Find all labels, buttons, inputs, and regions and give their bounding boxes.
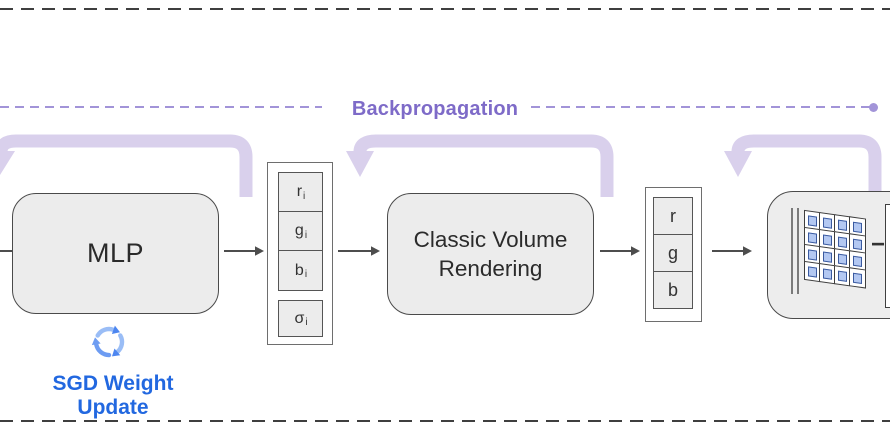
minus-operator: − (871, 231, 886, 258)
pixel-cell (819, 263, 836, 284)
image-plane-line-icon (797, 208, 799, 294)
backpropagation-label: Backpropagation (351, 98, 519, 120)
pixel-swatch-icon (853, 255, 862, 267)
pixel-swatch-icon (823, 217, 832, 229)
pixel-swatch-icon (853, 238, 862, 250)
pixel-swatch-icon (823, 251, 832, 263)
pixel-swatch-icon (808, 231, 817, 244)
rendered-image-module: − (767, 191, 890, 319)
pixel-grid (804, 210, 866, 289)
arrowhead-right-icon (631, 246, 640, 256)
pixel-swatch-icon (808, 248, 817, 261)
cell-subscript: i (305, 317, 308, 328)
pixel-rgb-vector: r g b (645, 187, 702, 322)
pixel-cell-b: b (653, 271, 693, 309)
pixel-swatch-icon (838, 270, 847, 282)
pixel-cell-g: g (653, 234, 693, 272)
volume-rendering-label-line1: Classic Volume (413, 227, 568, 252)
pixel-swatch-icon (838, 253, 847, 265)
volume-rendering-label-line2: Rendering (438, 256, 543, 281)
cell-text: g (667, 242, 678, 263)
cell-text: σ (294, 309, 305, 327)
cell-subscript: i (304, 269, 308, 280)
pixel-cell (849, 267, 866, 289)
cycle-arrows-icon (91, 325, 125, 358)
pixel-cell-r: r (653, 197, 693, 235)
backprop-dashed-line-left (0, 106, 322, 109)
top-dashed-line (0, 8, 890, 10)
pixel-swatch-icon (853, 221, 862, 233)
backprop-arrow-left (0, 134, 253, 197)
backprop-dashed-line-right (531, 106, 870, 109)
pixel-swatch-icon (838, 236, 847, 248)
cell-text: r (296, 183, 303, 200)
arrowhead-right-icon (743, 246, 752, 256)
arrowhead-down-icon (0, 151, 15, 175)
pixel-cell (804, 261, 821, 282)
arrowhead-right-icon (371, 246, 380, 256)
cell-subscript: i (304, 229, 308, 241)
ground-truth-grid-sliver (885, 204, 890, 308)
pixel-cell (834, 265, 851, 287)
arrowhead-down-icon (346, 151, 374, 177)
mlp-module: MLP (12, 193, 219, 314)
cell-text: g (294, 222, 304, 239)
cell-text: r (670, 205, 676, 226)
arrowhead-down-icon (724, 151, 752, 177)
pixel-swatch-icon (823, 234, 832, 246)
pixel-swatch-icon (808, 214, 817, 227)
backprop-arrow-right (731, 134, 882, 197)
image-plane-line-icon (791, 208, 793, 294)
pixel-swatch-icon (853, 272, 862, 284)
arrowhead-right-icon (255, 246, 264, 256)
cell-subscript: i (303, 190, 306, 202)
cell-text: b (294, 261, 304, 279)
sgd-weight-update-label: SGD Weight Update (52, 372, 174, 419)
mlp-label: MLP (86, 238, 145, 268)
bottom-dashed-line (0, 420, 890, 422)
cell-text: b (667, 279, 678, 300)
backprop-arrow-middle (353, 134, 614, 197)
pixel-swatch-icon (808, 265, 817, 278)
dot-icon (869, 103, 878, 112)
pixel-swatch-icon (838, 219, 847, 231)
volume-rendering-module: Classic Volume Rendering (387, 193, 594, 315)
pixel-swatch-icon (823, 268, 832, 280)
